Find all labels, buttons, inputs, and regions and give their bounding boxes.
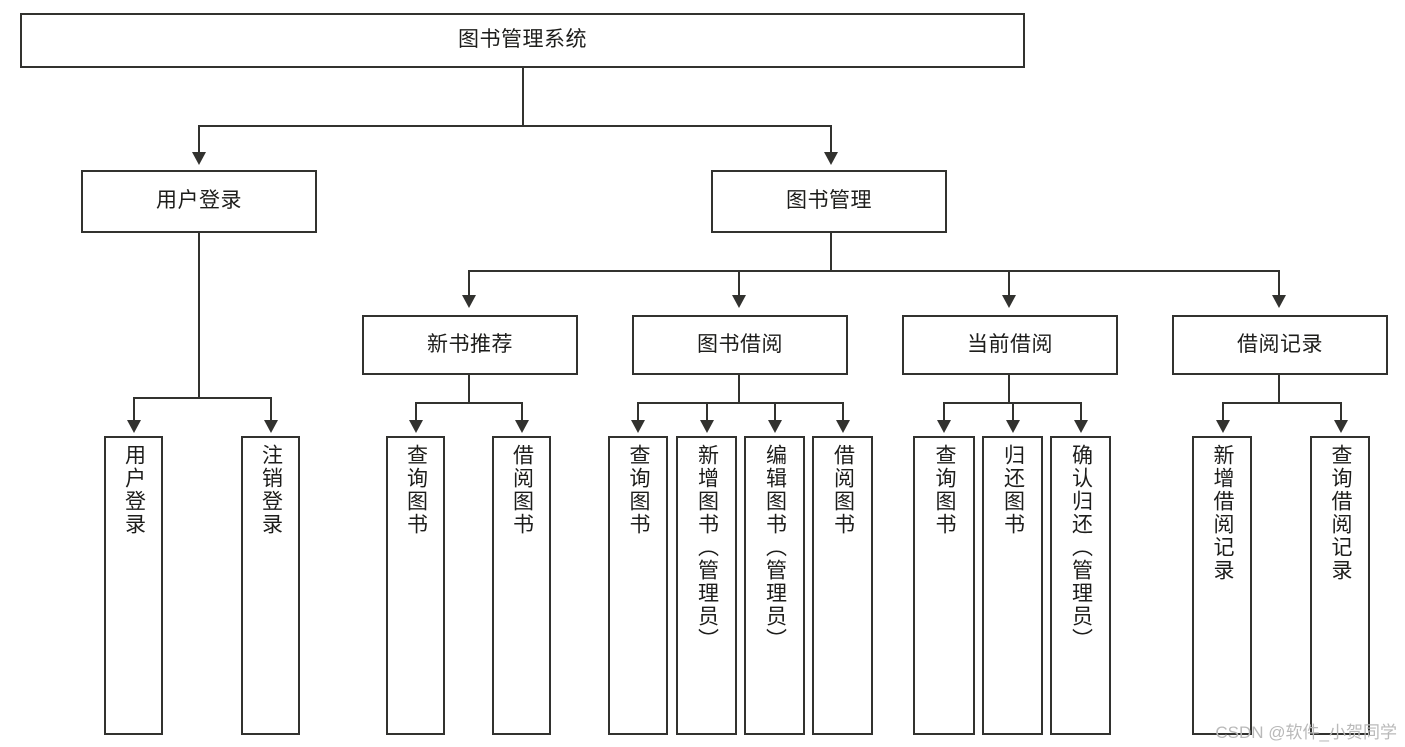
edge-book-borrow-bus <box>637 402 843 404</box>
arrowhead-leaf-query-book-3 <box>937 420 951 433</box>
arrowhead-leaf-query-book-2 <box>631 420 645 433</box>
edge-bm-drop-borrow-record <box>1278 270 1280 296</box>
leaf-query-book-3[interactable]: 查询图书 <box>913 436 975 735</box>
node-book-borrow[interactable]: 图书借阅 <box>632 315 848 375</box>
arrowhead-leaf-user-login <box>127 420 141 433</box>
edge-br-drop-1 <box>1222 402 1224 421</box>
edge-bb-drop-3 <box>774 402 776 421</box>
leaf-query-book-2-label: 查询图书 <box>627 444 651 536</box>
leaf-logout[interactable]: 注销登录 <box>241 436 300 735</box>
edge-book-borrow-stem <box>738 375 740 403</box>
edge-bb-drop-1 <box>637 402 639 421</box>
leaf-add-record[interactable]: 新增借阅记录 <box>1192 436 1252 735</box>
node-root[interactable]: 图书管理系统 <box>20 13 1025 68</box>
leaf-user-login-label: 用户登录 <box>122 444 146 536</box>
edge-bm-drop-new-book <box>468 270 470 296</box>
edge-user-login-stem <box>198 233 200 398</box>
edge-new-book-bus <box>415 402 523 404</box>
leaf-edit-book[interactable]: 编辑图书（管理员） <box>744 436 805 735</box>
node-book-management-label: 图书管理 <box>786 189 872 213</box>
arrowhead-borrow-record <box>1272 295 1286 308</box>
node-book-borrow-label: 图书借阅 <box>697 332 783 356</box>
edge-user-login-bus <box>133 397 270 399</box>
leaf-return-book[interactable]: 归还图书 <box>982 436 1043 735</box>
edge-cb-drop-3 <box>1080 402 1082 421</box>
edge-root-to-user-login <box>198 125 200 153</box>
edge-book-management-stem <box>830 233 832 271</box>
leaf-borrow-book-2-label: 借阅图书 <box>831 444 855 536</box>
node-new-book-recommend[interactable]: 新书推荐 <box>362 315 578 375</box>
node-book-management[interactable]: 图书管理 <box>711 170 947 233</box>
leaf-edit-book-label: 编辑图书（管理员） <box>763 444 787 651</box>
arrowhead-new-book-recommend <box>462 295 476 308</box>
leaf-logout-label: 注销登录 <box>259 444 283 536</box>
arrowhead-leaf-edit-book <box>768 420 782 433</box>
arrowhead-leaf-confirm-return <box>1074 420 1088 433</box>
edge-user-login-drop-2 <box>270 397 272 420</box>
leaf-query-record[interactable]: 查询借阅记录 <box>1310 436 1370 735</box>
edge-bb-drop-4 <box>842 402 844 421</box>
edge-cb-drop-1 <box>943 402 945 421</box>
leaf-query-record-label: 查询借阅记录 <box>1329 444 1353 582</box>
node-user-login[interactable]: 用户登录 <box>81 170 317 233</box>
node-borrow-record[interactable]: 借阅记录 <box>1172 315 1388 375</box>
arrowhead-leaf-borrow-book-2 <box>836 420 850 433</box>
leaf-borrow-book-1[interactable]: 借阅图书 <box>492 436 551 735</box>
arrowhead-leaf-query-record <box>1334 420 1348 433</box>
node-user-login-label: 用户登录 <box>156 189 242 213</box>
leaf-user-login[interactable]: 用户登录 <box>104 436 163 735</box>
arrowhead-leaf-add-record <box>1216 420 1230 433</box>
arrowhead-leaf-return-book <box>1006 420 1020 433</box>
node-borrow-record-label: 借阅记录 <box>1237 332 1323 356</box>
edge-borrow-record-stem <box>1278 375 1280 403</box>
leaf-query-book-2[interactable]: 查询图书 <box>608 436 668 735</box>
node-current-borrow[interactable]: 当前借阅 <box>902 315 1118 375</box>
arrowhead-current-borrow <box>1002 295 1016 308</box>
node-new-book-recommend-label: 新书推荐 <box>427 332 513 356</box>
edge-user-login-drop-1 <box>133 397 135 420</box>
edge-new-book-drop-2 <box>521 402 523 421</box>
leaf-borrow-book-2[interactable]: 借阅图书 <box>812 436 873 735</box>
edge-br-drop-2 <box>1340 402 1342 421</box>
edge-new-book-stem <box>468 375 470 403</box>
node-current-borrow-label: 当前借阅 <box>967 332 1053 356</box>
leaf-return-book-label: 归还图书 <box>1001 444 1025 536</box>
leaf-query-book-1-label: 查询图书 <box>404 444 428 536</box>
edge-bb-drop-2 <box>706 402 708 421</box>
leaf-add-book[interactable]: 新增图书（管理员） <box>676 436 737 735</box>
edge-cb-drop-2 <box>1012 402 1014 421</box>
edge-root-to-book-management <box>830 125 832 153</box>
leaf-confirm-return-label: 确认归还（管理员） <box>1069 444 1093 651</box>
arrowhead-leaf-borrow-book-1 <box>515 420 529 433</box>
arrowhead-leaf-logout <box>264 420 278 433</box>
leaf-confirm-return[interactable]: 确认归还（管理员） <box>1050 436 1111 735</box>
edge-book-management-bus <box>468 270 1280 272</box>
edge-current-borrow-stem <box>1008 375 1010 403</box>
edge-new-book-drop-1 <box>415 402 417 421</box>
edge-root-stem <box>522 68 524 126</box>
node-root-label: 图书管理系统 <box>458 28 587 52</box>
edge-bm-drop-book-borrow <box>738 270 740 296</box>
leaf-query-book-3-label: 查询图书 <box>933 444 957 536</box>
arrowhead-leaf-add-book <box>700 420 714 433</box>
leaf-borrow-book-1-label: 借阅图书 <box>510 444 534 536</box>
arrowhead-book-borrow <box>732 295 746 308</box>
leaf-add-record-label: 新增借阅记录 <box>1211 444 1235 582</box>
edge-bm-drop-current-borrow <box>1008 270 1010 296</box>
arrowhead-user-login <box>192 152 206 165</box>
edge-root-bus <box>198 125 832 127</box>
edge-borrow-record-bus <box>1222 402 1342 404</box>
arrowhead-book-management <box>824 152 838 165</box>
leaf-query-book-1[interactable]: 查询图书 <box>386 436 445 735</box>
arrowhead-leaf-query-book-1 <box>409 420 423 433</box>
leaf-add-book-label: 新增图书（管理员） <box>695 444 719 651</box>
